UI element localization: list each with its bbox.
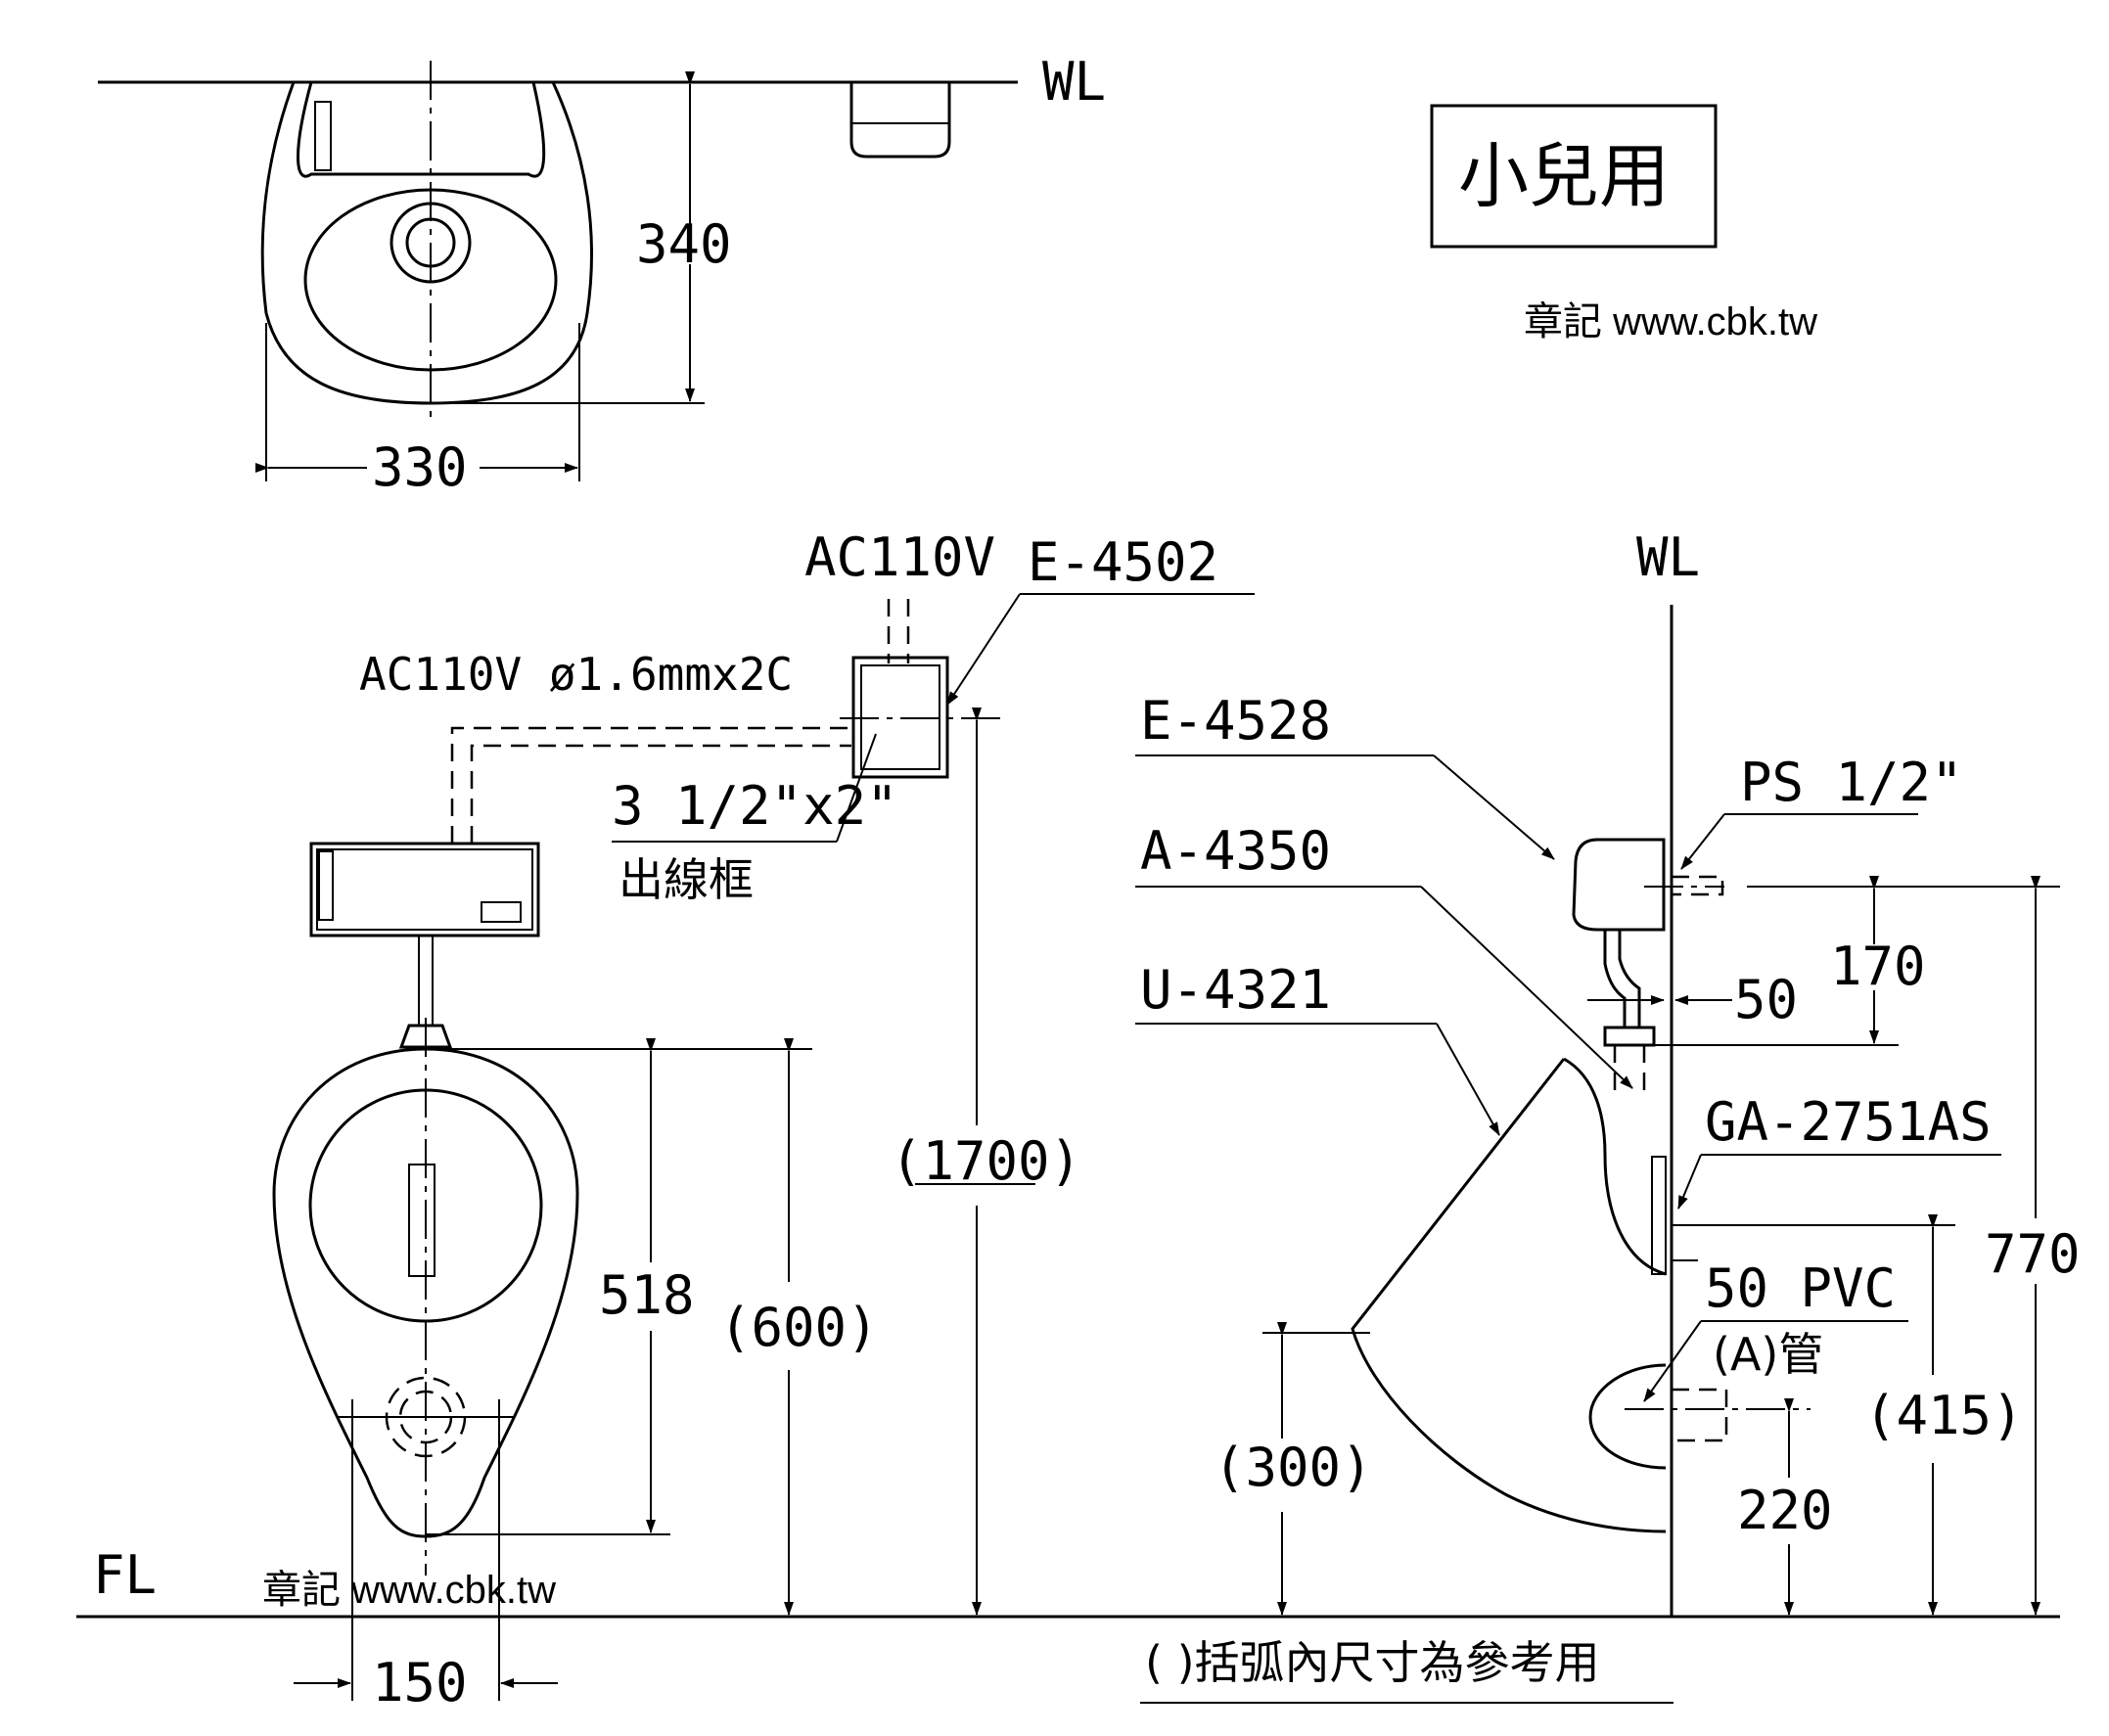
dim-330: 330 <box>372 436 468 498</box>
title-box <box>1430 104 1718 249</box>
floor-label: FL <box>93 1544 157 1606</box>
ac110v-label: AC110V <box>804 526 995 588</box>
side-valve-nut <box>1603 1026 1656 1047</box>
top-view: WL 340 330 <box>98 51 1106 498</box>
inlet-size-label: PS 1/2" <box>1740 752 1963 813</box>
pipe-label: (A)管 <box>1713 1328 1823 1381</box>
dim-770: 770 <box>1985 1223 2081 1285</box>
dim-600: (600) <box>719 1297 879 1358</box>
top-basin-back <box>297 81 546 178</box>
frame-label: 出線框 <box>619 853 754 906</box>
side-outlet-elbow <box>1588 1363 1667 1470</box>
top-sensor-slot <box>314 101 332 171</box>
urinal-model-label: U-4321 <box>1140 959 1331 1021</box>
urinal-sensor-window <box>408 1164 436 1277</box>
wiring-label: AC110V ø1.6mmx2C <box>359 648 793 701</box>
sensor-model-label: E-4528 <box>1140 690 1331 752</box>
drain-label: 50 PVC <box>1705 1257 1896 1319</box>
top-sensor-box <box>849 82 951 159</box>
reference-note: ( )括弧內尺寸為參考用 <box>1145 1636 1600 1689</box>
dim-150: 150 <box>372 1652 468 1713</box>
dim-50: 50 <box>1734 969 1798 1030</box>
title-block: 小兒用 章記 www.cbk.tw <box>1430 104 1817 343</box>
side-wl-label: WL <box>1636 526 1700 588</box>
valve-model-label: A-4350 <box>1140 820 1331 882</box>
top-wl-label: WL <box>1042 51 1106 113</box>
title-text: 小兒用 <box>1458 135 1670 217</box>
dim-518: 518 <box>599 1264 695 1326</box>
urinal-side-back <box>1563 1057 1667 1276</box>
frame-size-label: 3 1/2"x2" <box>612 775 898 837</box>
flush-valve-box <box>309 842 540 937</box>
dim-340: 340 <box>636 213 732 275</box>
dim-1700: (1700) <box>891 1130 1081 1192</box>
watermark-top: 章記 www.cbk.tw <box>1524 300 1817 343</box>
watermark-bottom: 章記 www.cbk.tw <box>262 1569 556 1612</box>
side-view: WL E-4528 A-4350 U-4321 PS 1/2" 50 <box>1135 526 2081 1704</box>
front-view: FL AC110V E-4502 AC110V ø1.6mmx2C 3 1/2"… <box>76 526 2060 1713</box>
box-model-label: E-4502 <box>1028 531 1218 593</box>
side-drain-stub <box>1670 1388 1728 1442</box>
spud-fitting <box>398 1024 453 1049</box>
dim-415: (415) <box>1864 1385 2024 1446</box>
urinal-side-front <box>1351 1058 1667 1533</box>
trap-model-label: GA-2751AS <box>1705 1091 1992 1153</box>
dim-220: 220 <box>1737 1480 1833 1541</box>
dim-300: (300) <box>1214 1437 1373 1498</box>
side-sensor-unit <box>1572 838 1666 932</box>
side-trap-bracket <box>1651 1156 1667 1275</box>
dim-170: 170 <box>1830 936 1926 997</box>
